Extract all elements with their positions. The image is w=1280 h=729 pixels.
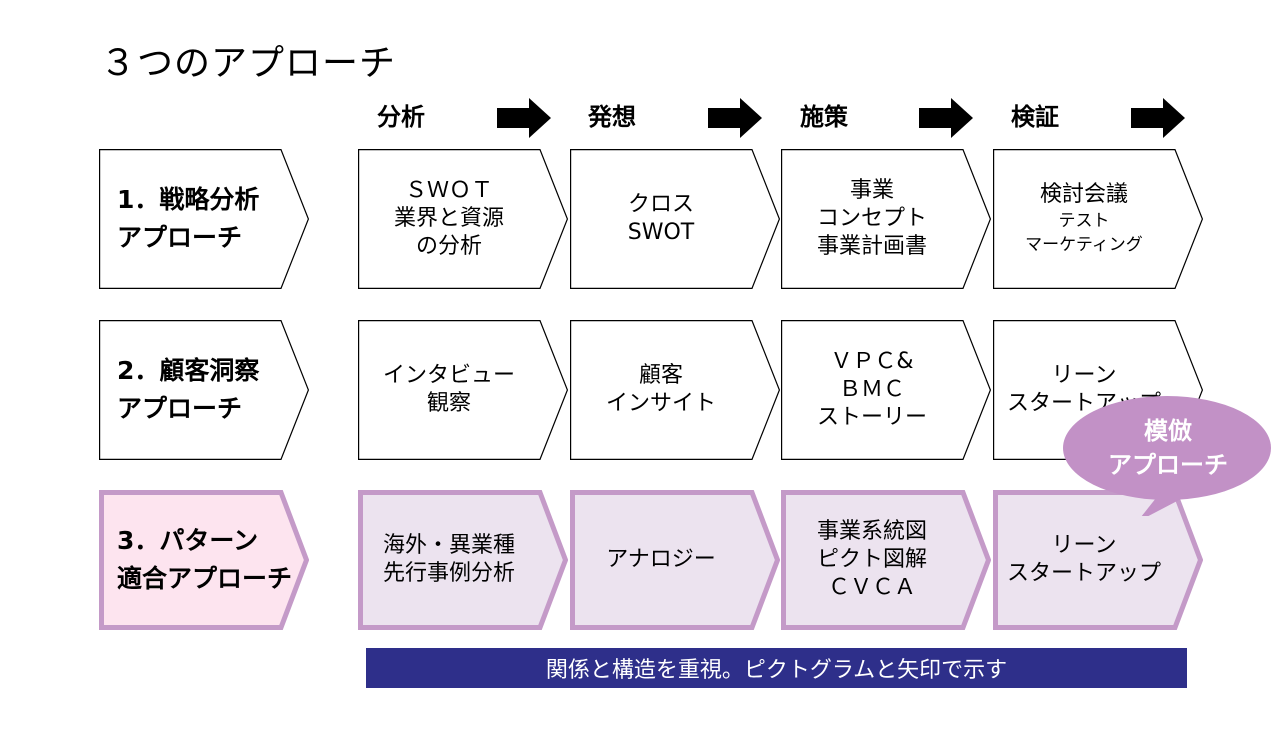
row-header-line: 適合アプローチ: [117, 564, 293, 593]
step-cell-line: リーン: [1051, 363, 1117, 388]
step-cell: 顧客インサイト: [570, 320, 780, 460]
step-cell: 海外・異業種先行事例分析: [358, 490, 568, 630]
row-header-line: アプローチ: [117, 394, 243, 423]
step-cell-text: リーンスタートアップ: [993, 490, 1175, 630]
summary-banner: 関係と構造を重視。ピクトグラムと矢印で示す: [366, 648, 1187, 688]
step-cell-line: 業界と資源: [393, 206, 504, 231]
step-cell: ＳＷＯＴ 業界と資源の分析: [358, 149, 568, 289]
step-cell-text: 事業コンセプト事業計画書: [781, 149, 963, 289]
step-cell-text: アナロジー: [570, 490, 752, 630]
stage-label: 施策: [800, 103, 848, 131]
step-cell-text: 海外・異業種先行事例分析: [358, 490, 540, 630]
step-cell: 事業コンセプト事業計画書: [781, 149, 991, 289]
step-cell-text: 検討会議テストマーケティング: [993, 149, 1175, 289]
step-cell: クロス SWOT: [570, 149, 780, 289]
step-cell-line: の分析: [415, 234, 482, 259]
step-cell-text: 事業系統図ピクト図解 ＣＶＣＡ: [781, 490, 963, 630]
step-cell-line: ＢＭＣ: [838, 377, 905, 402]
arrow-right-icon: [708, 98, 762, 138]
step-cell-line: ＣＶＣＡ: [827, 575, 916, 600]
arrow-right-icon: [919, 98, 973, 138]
step-cell: インタビュー観察: [358, 320, 568, 460]
step-cell-text: ＶＰＣ&ＢＭＣ ストーリー: [781, 320, 963, 460]
step-cell-line: ＳＷＯＴ: [404, 178, 493, 203]
step-cell-line: アナロジー: [606, 547, 716, 572]
arrow-right-icon: [497, 98, 551, 138]
step-cell-text: 顧客インサイト: [570, 320, 752, 460]
row-header-2: 2．顧客洞察アプローチ: [99, 320, 309, 460]
step-cell-line: 事業: [849, 178, 894, 203]
step-cell-line: ストーリー: [816, 405, 927, 430]
row-header-line: 1．戦略分析: [117, 185, 260, 214]
callout-text: 模倣アプローチ: [1072, 402, 1264, 494]
step-cell-line: インサイト: [605, 391, 716, 416]
step-cell-line: 顧客: [638, 363, 683, 388]
arrow-right-icon: [1131, 98, 1185, 138]
row-header-text: 2．顧客洞察アプローチ: [99, 320, 337, 460]
row-header-1: 1．戦略分析アプローチ: [99, 149, 309, 289]
stage-label: 発想: [588, 103, 636, 131]
step-cell: 検討会議テストマーケティング: [993, 149, 1203, 289]
step-cell: ＶＰＣ&ＢＭＣ ストーリー: [781, 320, 991, 460]
row-header-line: 3．パターン: [117, 526, 259, 555]
row-header-3: 3．パターン適合アプローチ: [99, 490, 309, 630]
row-header-line: 2．顧客洞察: [117, 356, 260, 385]
step-cell-line: 検討会議: [1039, 182, 1128, 207]
step-cell-line: ピクト図解: [816, 547, 927, 572]
row-header-line: アプローチ: [117, 223, 243, 252]
callout-bubble: 模倣アプローチ: [1052, 396, 1274, 522]
step-cell-text: インタビュー観察: [358, 320, 540, 460]
stage-label: 検証: [1011, 103, 1059, 131]
step-cell: アナロジー: [570, 490, 780, 630]
step-cell-line: リーン: [1051, 533, 1117, 558]
callout-line: アプローチ: [1108, 451, 1228, 479]
row-header-text: 1．戦略分析アプローチ: [99, 149, 337, 289]
step-cell-line: 事業系統図: [816, 519, 927, 544]
step-cell-line: 海外・異業種: [382, 533, 515, 558]
step-cell-subline: テスト: [1058, 211, 1110, 231]
step-cell-line: スタートアップ: [1006, 561, 1161, 586]
step-cell-line: ＶＰＣ&: [830, 349, 914, 374]
stage-label: 分析: [377, 103, 425, 131]
row-header-text: 3．パターン適合アプローチ: [99, 490, 337, 630]
callout-line: 模倣: [1144, 417, 1192, 445]
step-cell-line: インタビュー: [382, 363, 515, 388]
step-cell-text: クロス SWOT: [570, 149, 752, 289]
step-cell-subline: マーケティング: [1025, 235, 1143, 255]
step-cell-line: クロス: [627, 192, 694, 217]
step-cell-line: 事業計画書: [816, 234, 927, 259]
step-cell-line: コンセプト: [816, 206, 927, 231]
page-title: ３つのアプローチ: [100, 43, 397, 84]
step-cell: 事業系統図ピクト図解 ＣＶＣＡ: [781, 490, 991, 630]
step-cell-line: 先行事例分析: [382, 561, 515, 586]
step-cell-line: SWOT: [627, 220, 695, 245]
step-cell-text: ＳＷＯＴ 業界と資源の分析: [358, 149, 540, 289]
step-cell-line: 観察: [426, 391, 471, 416]
